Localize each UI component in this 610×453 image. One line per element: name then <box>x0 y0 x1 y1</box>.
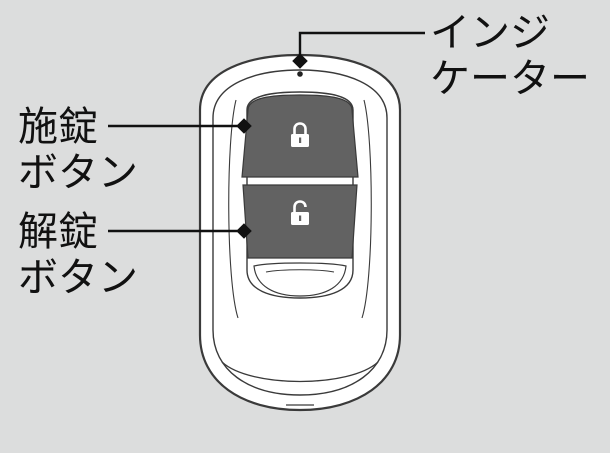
unlock-button-label-line2: ボタン <box>18 255 138 301</box>
lock-button-leader <box>108 118 252 134</box>
indicator-label-line1: インジ <box>430 10 550 56</box>
indicator-label-line2: ケーター <box>430 56 590 102</box>
button-panel-outline <box>246 91 354 299</box>
lock-button-label-line2: ボタン <box>18 150 138 196</box>
indicator-led <box>297 71 303 77</box>
fob-lower-recess <box>253 262 347 297</box>
fob-lower-recess-line <box>265 269 335 273</box>
lock-button-label: 施錠 ボタン <box>18 104 138 196</box>
fob-right-ridge <box>361 99 372 319</box>
indicator-label: インジ ケーター <box>430 10 590 102</box>
fob-bottom-hem <box>221 361 379 383</box>
unlock-button-label: 解錠 ボタン <box>18 209 138 301</box>
unlock-button-label-line1: 解錠 <box>18 209 98 255</box>
padlock-closed-icon <box>291 122 309 147</box>
fob-inner-contour <box>212 69 388 396</box>
lock-button-label-line1: 施錠 <box>18 104 98 150</box>
padlock-open-icon <box>291 200 309 225</box>
fob-left-ridge <box>228 99 239 319</box>
unlock-button-leader <box>108 223 252 239</box>
